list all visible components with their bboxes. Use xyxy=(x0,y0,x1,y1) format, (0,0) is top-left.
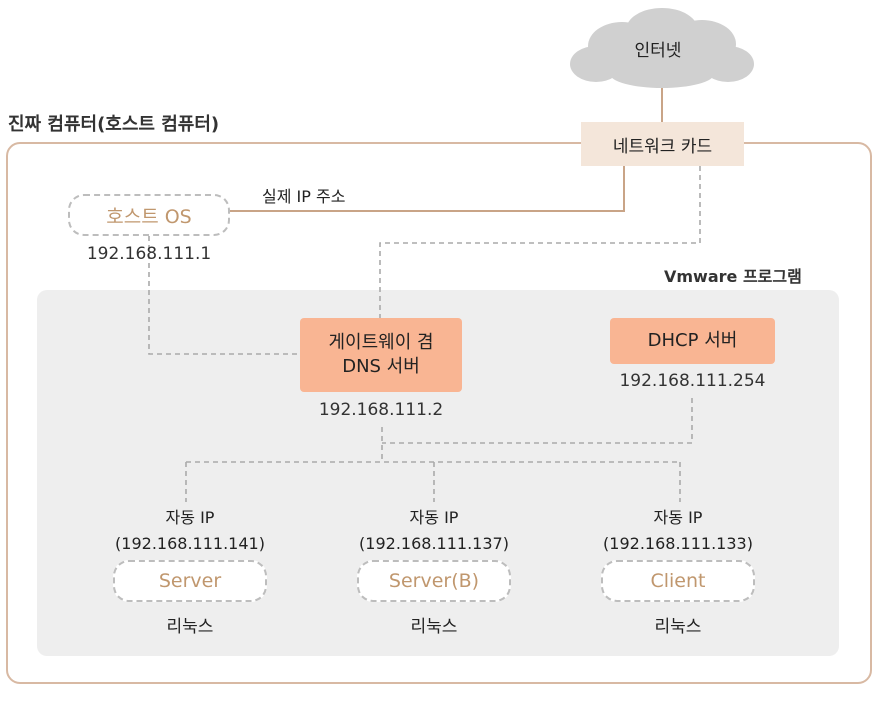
host-computer-title: 진짜 컴퓨터(호스트 컴퓨터) xyxy=(8,114,220,135)
dns-server-label: DNS 서버 xyxy=(342,356,420,377)
vm-client-box: Client xyxy=(601,560,755,602)
vm-server-box: Server xyxy=(113,560,267,602)
vm-client-auto-ip: 자동 IP (192.168.111.133) xyxy=(588,505,768,557)
internet-label: 인터넷 xyxy=(634,41,682,61)
vm-server-b-label: Server(B) xyxy=(388,570,480,592)
vm-server-label: Server xyxy=(158,570,222,592)
host-computer-frame xyxy=(6,142,872,684)
vm-client-os: 리눅스 xyxy=(654,617,702,637)
auto-ip-value: (192.168.111.133) xyxy=(603,534,753,553)
gateway-ip: 192.168.111.2 xyxy=(318,400,444,420)
vm-server-b-os: 리눅스 xyxy=(410,617,458,637)
auto-ip-label: 자동 IP xyxy=(409,508,459,527)
real-ip-label: 실제 IP 주소 xyxy=(262,187,346,206)
nic-gateway-dashed-line xyxy=(379,166,701,318)
vm-server-auto-ip: 자동 IP (192.168.111.141) xyxy=(100,505,280,557)
auto-ip-value: (192.168.111.137) xyxy=(359,534,509,553)
vm-client-label: Client xyxy=(650,570,706,592)
host-os-box: 호스트 OS xyxy=(68,194,230,236)
auto-ip-label: 자동 IP xyxy=(653,508,703,527)
real-ip-link-line xyxy=(230,166,625,212)
internet-cloud-icon xyxy=(570,8,754,88)
network-card-box: 네트워크 카드 xyxy=(581,122,744,166)
host-os-ip: 192.168.111.1 xyxy=(86,244,212,264)
dhcp-bus-dashed-line xyxy=(382,398,693,444)
dhcp-server-ip: 192.168.111.254 xyxy=(619,371,766,391)
host-os-label: 호스트 OS xyxy=(106,205,192,228)
vm-server-b-box: Server(B) xyxy=(357,560,511,602)
auto-ip-label: 자동 IP xyxy=(165,508,215,527)
network-card-label: 네트워크 카드 xyxy=(612,136,713,157)
vmware-program-title: Vmware 프로그램 xyxy=(664,267,802,286)
dhcp-server-label: DHCP 서버 xyxy=(647,329,738,351)
vm-server-os: 리눅스 xyxy=(166,617,214,637)
hostos-gateway-dashed-line xyxy=(148,236,300,355)
vm-server-b-auto-ip: 자동 IP (192.168.111.137) xyxy=(344,505,524,557)
auto-ip-value: (192.168.111.141) xyxy=(115,534,265,553)
gateway-dns-server-box: 게이트웨이 겸 DNS 서버 xyxy=(300,318,462,392)
gateway-label: 게이트웨이 겸 xyxy=(328,331,434,353)
dhcp-server-box: DHCP 서버 xyxy=(610,318,775,364)
